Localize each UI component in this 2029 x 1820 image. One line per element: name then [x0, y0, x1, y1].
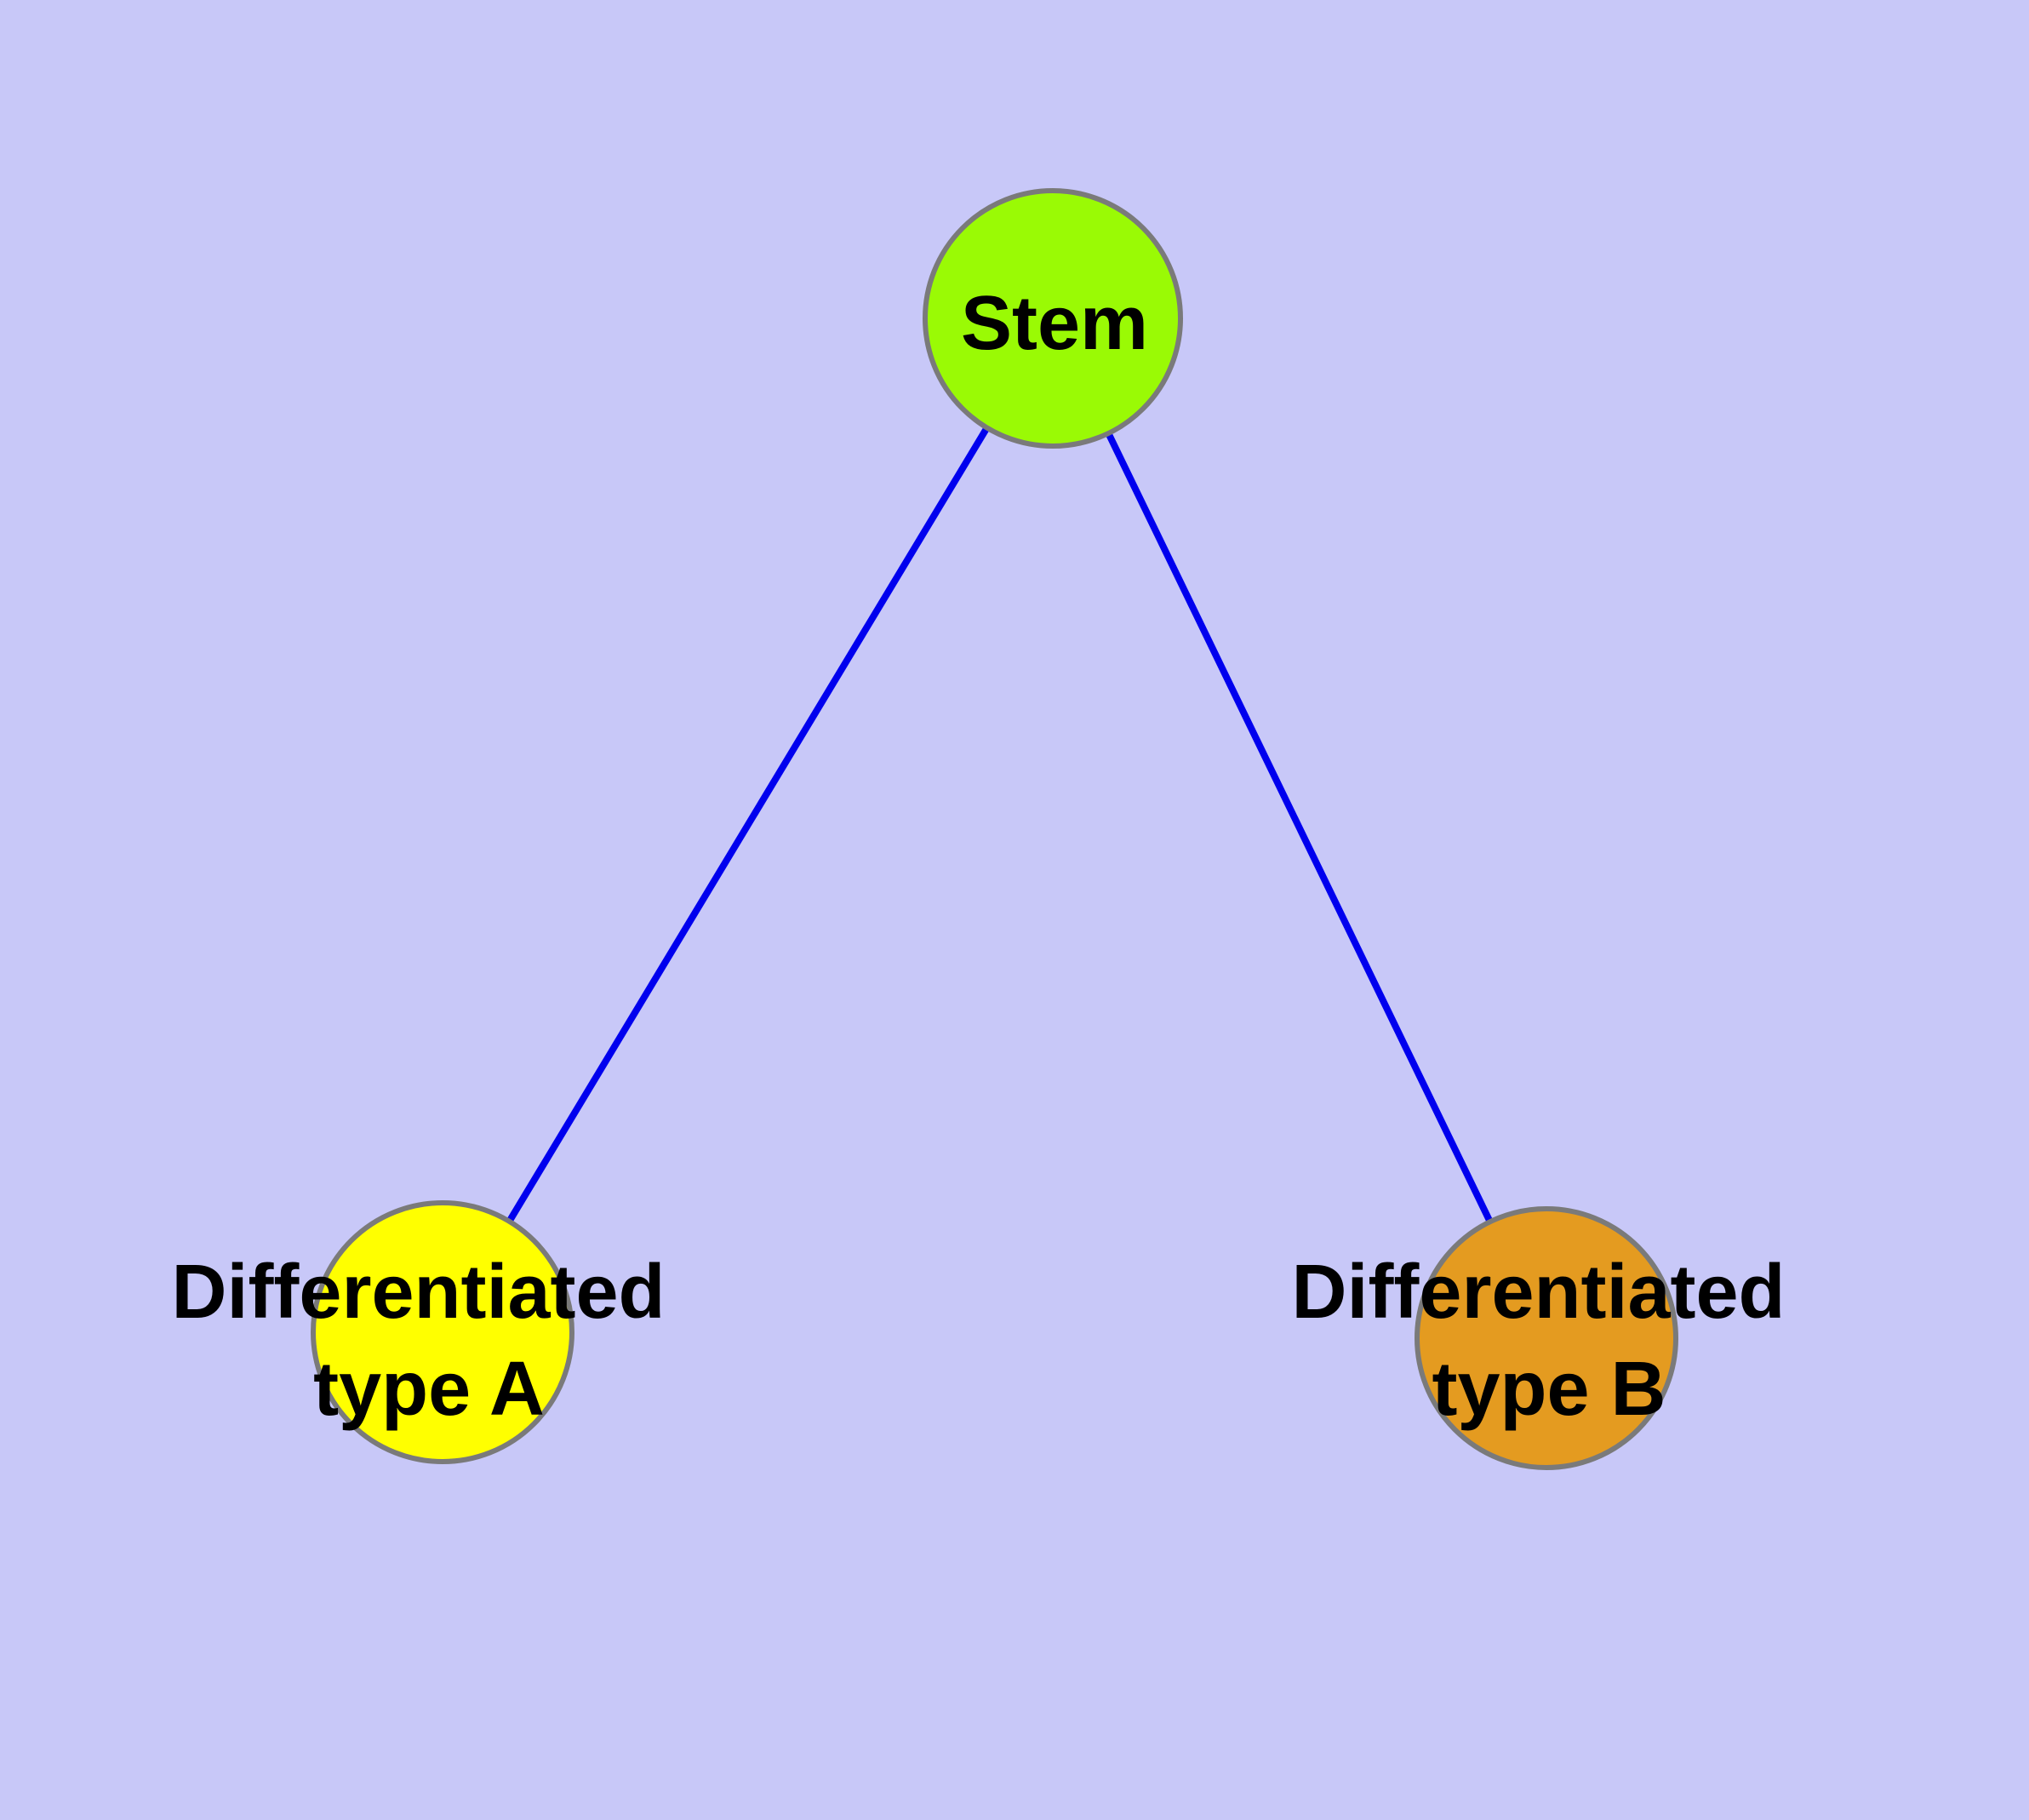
nodes-layer: Stem Differentiated type A Differentiate…	[171, 188, 1806, 1470]
node-stem: Stem	[923, 188, 1183, 449]
node-type-b-label: Differentiated type B	[1291, 1250, 1806, 1432]
edges-layer	[439, 316, 1550, 1340]
edge-stem-to-type-b	[1049, 317, 1550, 1340]
edge-stem-to-type-a	[439, 316, 1056, 1335]
node-differentiated-type-b: Differentiated type B	[1291, 1206, 1806, 1470]
node-type-b-label-line1: Differentiated	[1291, 1250, 1785, 1335]
node-type-a-label-line2: type A	[313, 1347, 545, 1432]
node-type-a-label: Differentiated type A	[171, 1250, 686, 1432]
node-type-a-circle	[311, 1200, 574, 1464]
node-type-b-label-line2: type B	[1432, 1347, 1666, 1432]
node-type-a-label-line1: Differentiated	[171, 1250, 665, 1335]
node-stem-label: Stem	[961, 281, 1148, 366]
node-differentiated-type-a: Differentiated type A	[171, 1200, 686, 1464]
node-type-b-circle	[1415, 1206, 1678, 1470]
node-stem-circle	[923, 188, 1183, 449]
